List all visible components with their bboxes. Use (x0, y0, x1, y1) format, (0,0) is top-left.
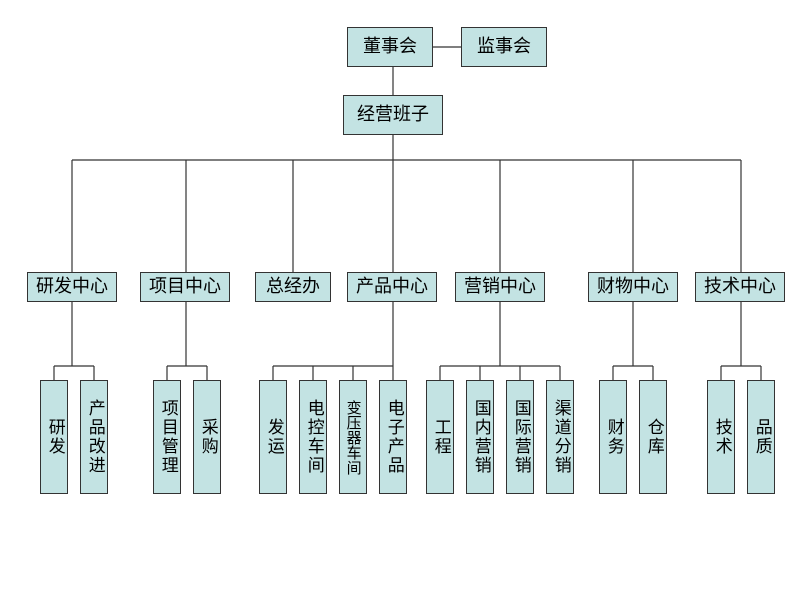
unit-product-improvement: 产品改进 (80, 380, 108, 494)
unit-electric-control-workshop: 电控车间 (299, 380, 327, 494)
unit-electronic-products: 电子产品 (379, 380, 407, 494)
unit-shipping: 发运 (259, 380, 287, 494)
unit-engineering: 工程 (426, 380, 454, 494)
management-node: 经营班子 (343, 95, 443, 135)
center-product: 产品中心 (347, 272, 437, 302)
unit-channel-distribution: 渠道分销 (546, 380, 574, 494)
center-rd: 研发中心 (27, 272, 117, 302)
unit-technology: 技术 (707, 380, 735, 494)
center-tech: 技术中心 (695, 272, 785, 302)
center-gm-office: 总经办 (255, 272, 331, 302)
board-node: 董事会 (347, 27, 433, 67)
unit-project-management: 项目管理 (153, 380, 181, 494)
unit-international-marketing: 国际营销 (506, 380, 534, 494)
unit-domestic-marketing: 国内营销 (466, 380, 494, 494)
unit-quality: 品质 (747, 380, 775, 494)
unit-transformer-workshop: 变压器车间 (339, 380, 367, 494)
unit-warehouse: 仓库 (639, 380, 667, 494)
supervisors-node: 监事会 (461, 27, 547, 67)
center-finance: 财物中心 (588, 272, 678, 302)
unit-finance: 财务 (599, 380, 627, 494)
unit-procurement: 采购 (193, 380, 221, 494)
unit-rd: 研发 (40, 380, 68, 494)
center-project: 项目中心 (140, 272, 230, 302)
center-marketing: 营销中心 (455, 272, 545, 302)
